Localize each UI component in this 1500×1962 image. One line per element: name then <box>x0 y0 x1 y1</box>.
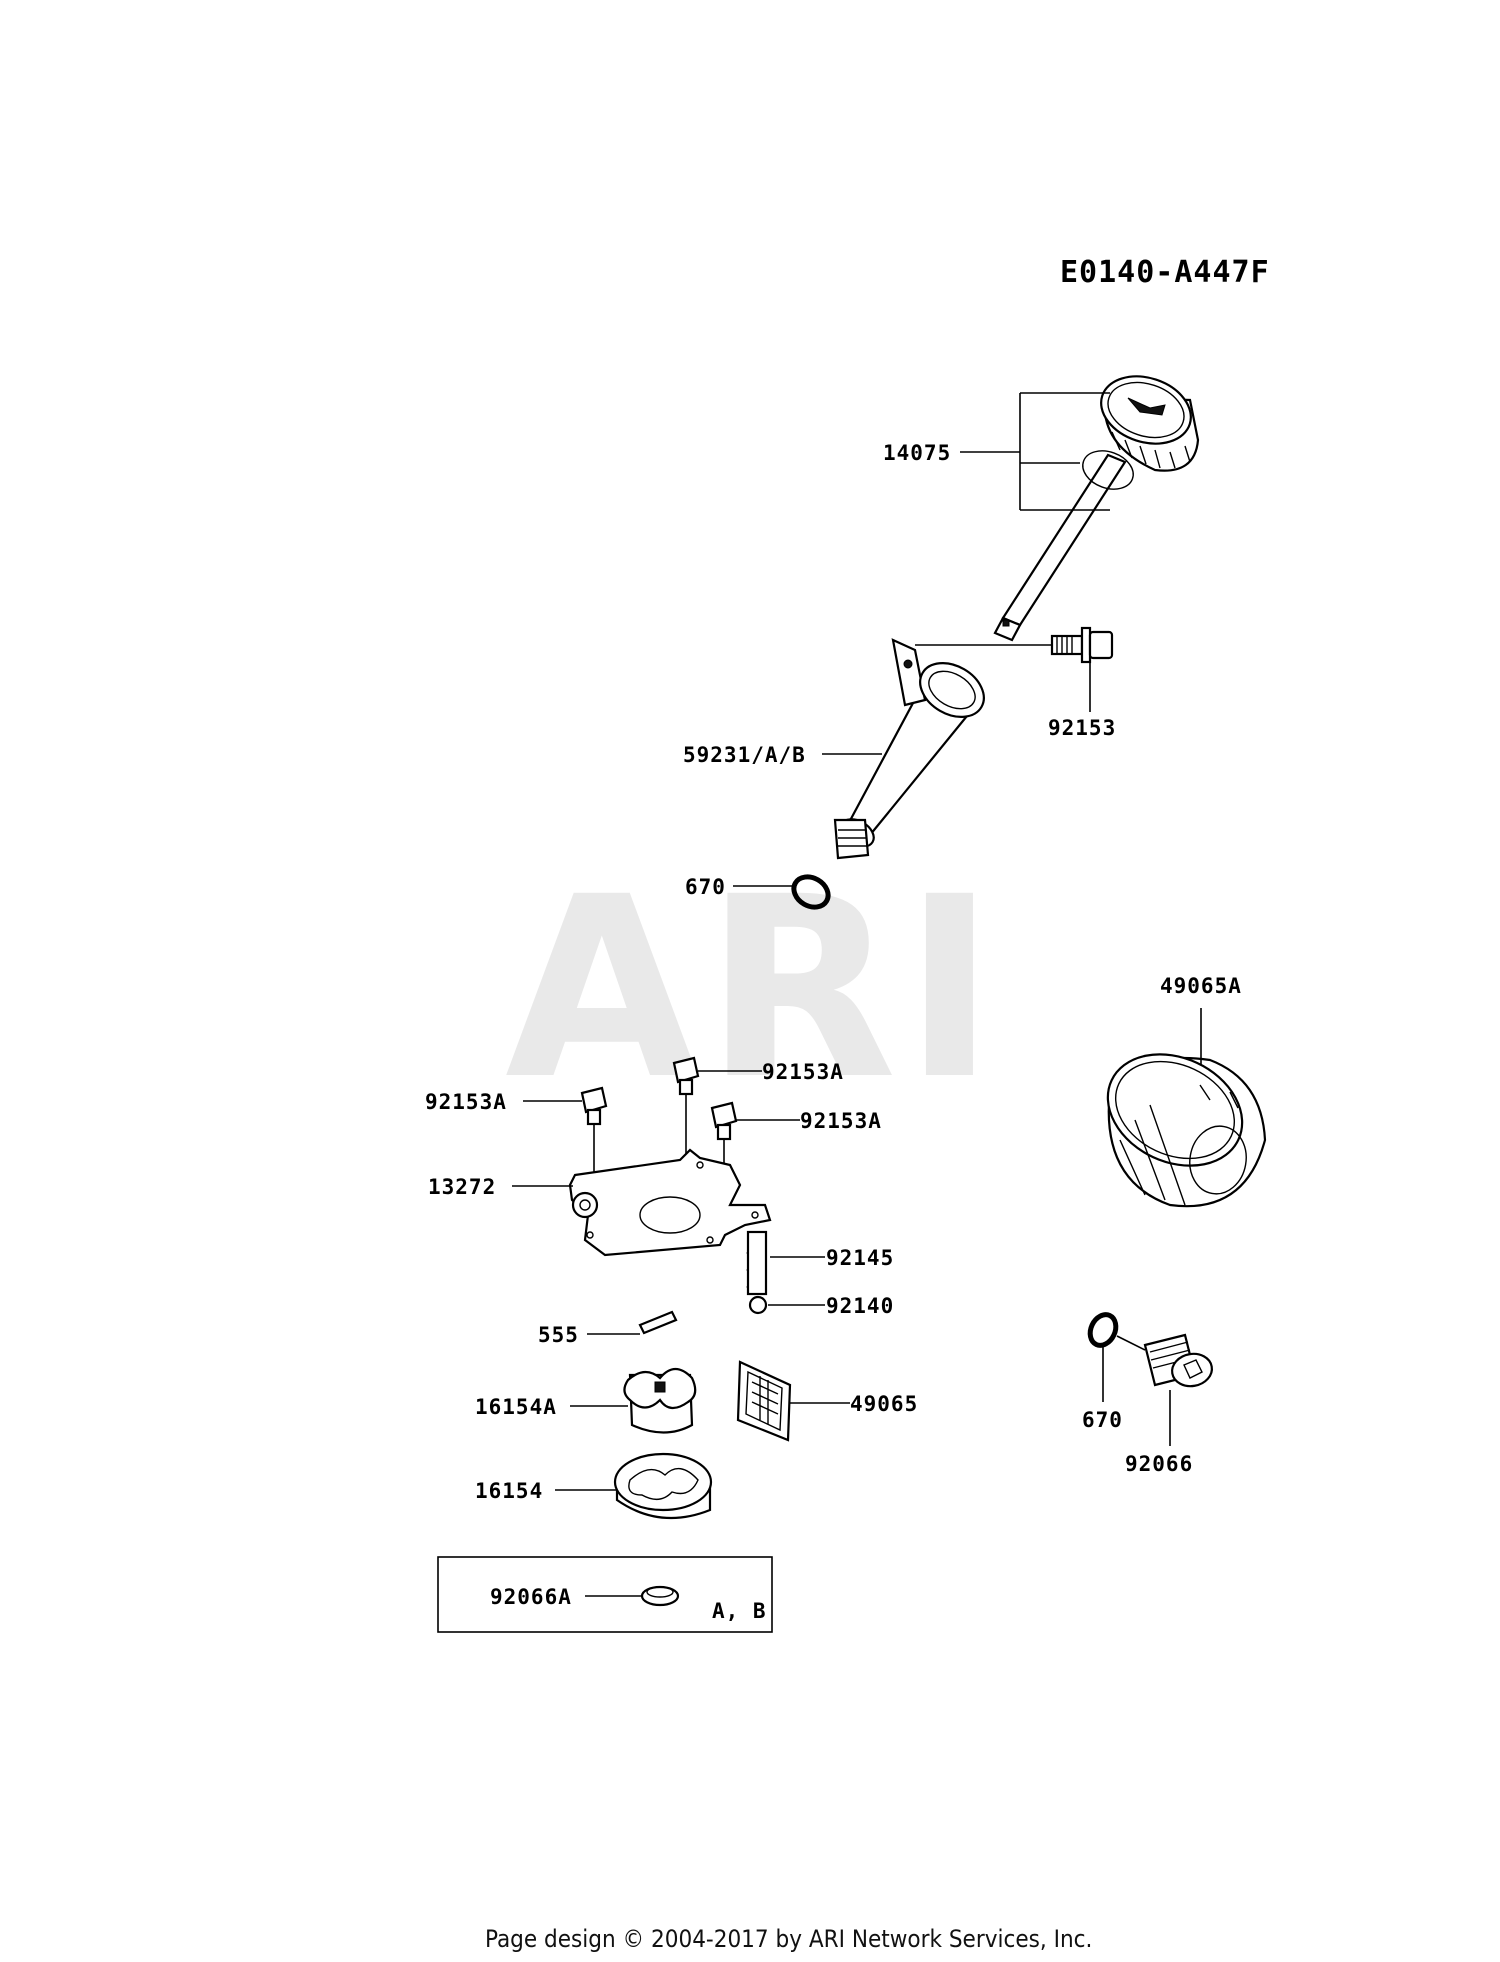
label-92153A-right[interactable]: 92153A <box>800 1109 882 1133</box>
outer-rotor-part-16154[interactable] <box>613 1452 713 1520</box>
label-92140[interactable]: 92140 <box>826 1294 894 1318</box>
o-ring-part-670-plug[interactable] <box>1085 1310 1120 1349</box>
oil-filter-part-49065A[interactable] <box>1090 1033 1267 1208</box>
label-555[interactable]: 555 <box>538 1323 579 1347</box>
dipstick-part-14075[interactable] <box>993 365 1200 642</box>
label-16154A[interactable]: 16154A <box>475 1395 557 1419</box>
label-13272[interactable]: 13272 <box>428 1175 496 1199</box>
label-49065[interactable]: 49065 <box>850 1392 918 1416</box>
label-92153A-left[interactable]: 92153A <box>425 1090 507 1114</box>
oil-screen-part-49065[interactable] <box>736 1360 792 1442</box>
drain-plug-part-92066[interactable] <box>1143 1333 1214 1389</box>
bolt-part-92153A-left[interactable] <box>580 1086 608 1126</box>
spring-part-92145[interactable] <box>745 1230 768 1296</box>
diagram-code: E0140-A447F <box>1060 255 1270 290</box>
ball-part-92140[interactable] <box>748 1295 768 1315</box>
pump-cover-plate-part-13272[interactable] <box>568 1148 772 1257</box>
bolt-part-92153[interactable] <box>1050 626 1114 664</box>
o-ring-part-670[interactable] <box>788 871 833 913</box>
label-16154[interactable]: 16154 <box>475 1479 543 1503</box>
variant-box <box>437 1556 773 1633</box>
page-footer-copyright: Page design © 2004-2017 by ARI Network S… <box>485 1925 1092 1953</box>
label-14075[interactable]: 14075 <box>883 441 951 465</box>
label-49065A[interactable]: 49065A <box>1160 974 1242 998</box>
pin-part-555[interactable] <box>638 1310 678 1335</box>
bolt-part-92153A-right[interactable] <box>710 1101 738 1141</box>
leader-670-plug-link <box>1116 1335 1146 1351</box>
leader-14075-bracket <box>1019 392 1110 511</box>
oil-filler-tube-part-59231[interactable] <box>833 638 993 860</box>
label-92145[interactable]: 92145 <box>826 1246 894 1270</box>
plug-part-92066A[interactable] <box>640 1585 680 1607</box>
label-92153A-top[interactable]: 92153A <box>762 1060 844 1084</box>
variant-note: A, B <box>712 1599 767 1623</box>
label-92066[interactable]: 92066 <box>1125 1452 1193 1476</box>
label-670-tube[interactable]: 670 <box>685 875 726 899</box>
inner-rotor-part-16154A[interactable] <box>623 1367 697 1434</box>
label-92066A[interactable]: 92066A <box>490 1585 572 1609</box>
label-92153[interactable]: 92153 <box>1048 716 1116 740</box>
label-670-plug[interactable]: 670 <box>1082 1408 1123 1432</box>
label-59231[interactable]: 59231/A/B <box>683 743 806 767</box>
ari-watermark: ARI <box>505 843 1002 1134</box>
